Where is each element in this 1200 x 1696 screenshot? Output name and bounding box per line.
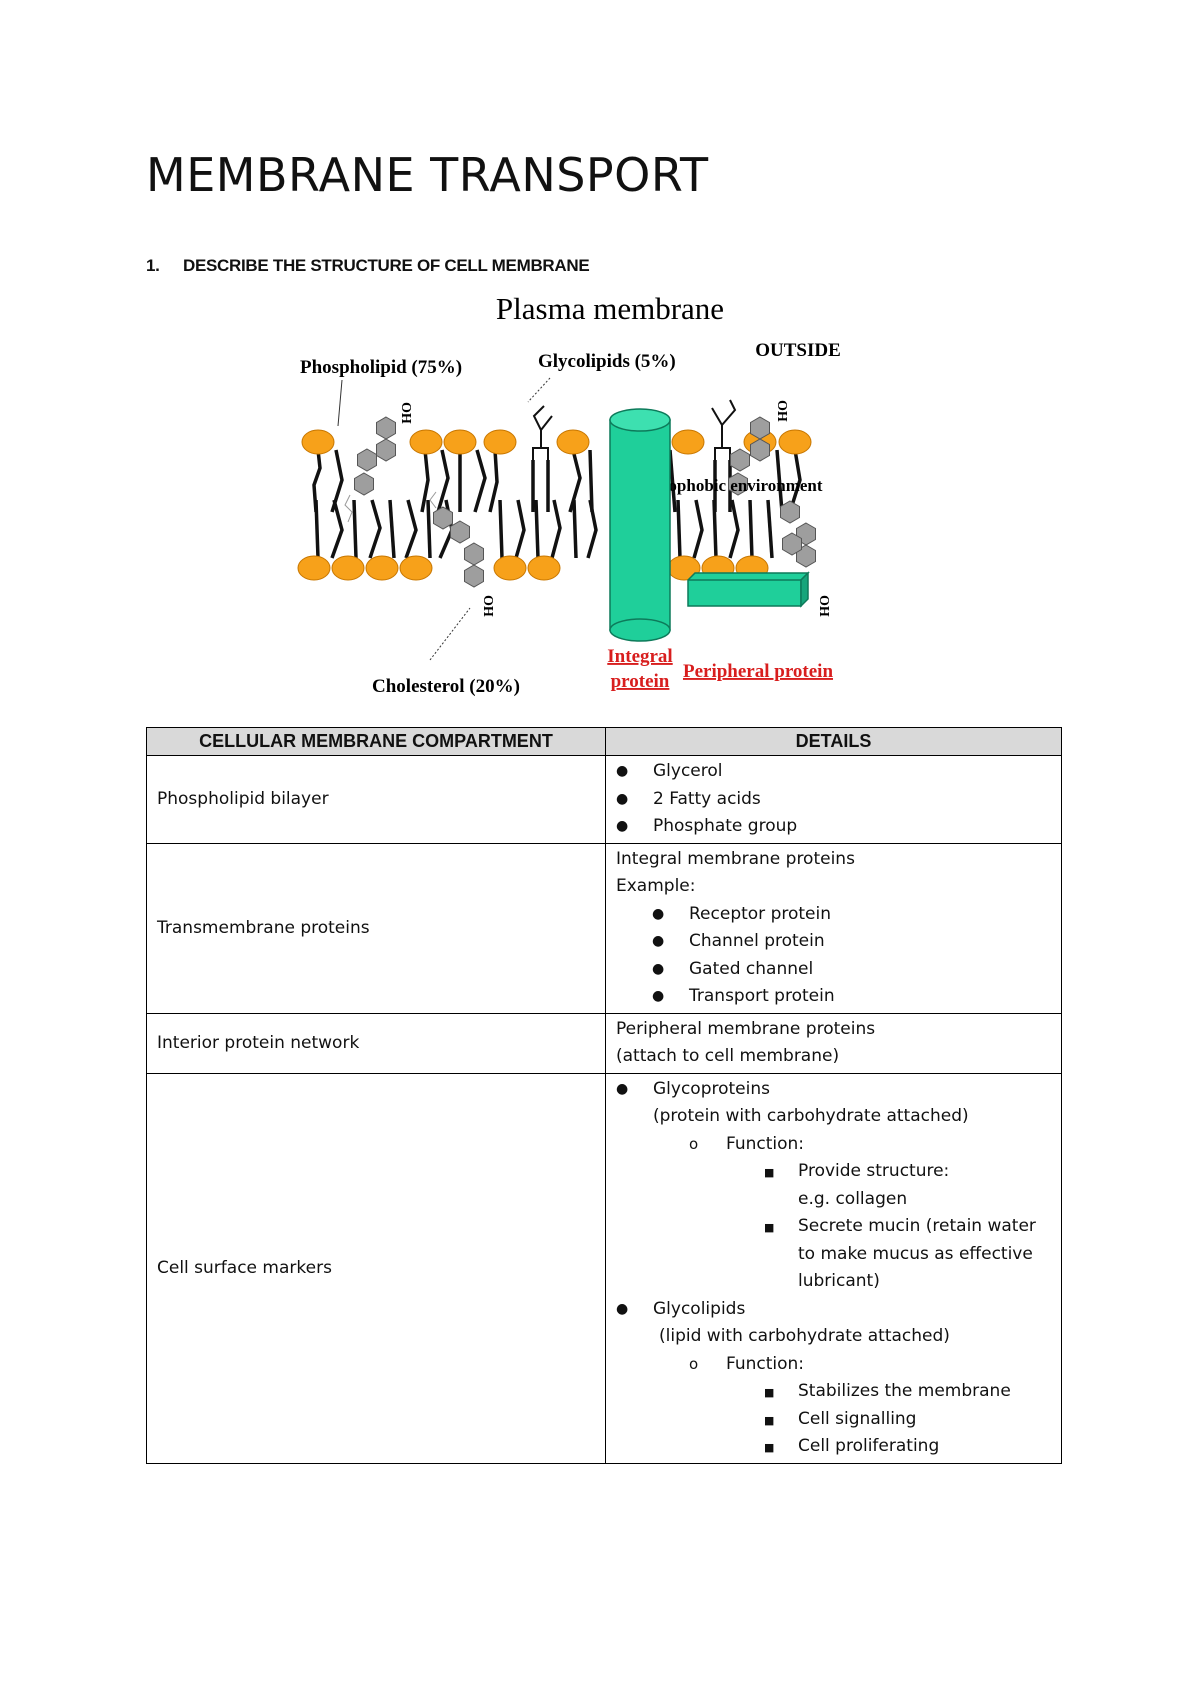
table-row: Cell surface markers ●Glycoproteins (pro… [146, 1072, 1062, 1464]
list-item: ●Receptor protein [652, 903, 831, 924]
peripheral-label: Peripheral protein [683, 661, 833, 682]
oh-label: OH [816, 595, 831, 617]
detail-line: (lipid with carbohydrate attached) [659, 1326, 950, 1346]
details-cell: Integral membrane proteins Example: ●Rec… [605, 842, 1062, 1014]
peripheral-protein [687, 571, 810, 608]
table-row: Interior protein network Peripheral memb… [146, 1012, 1062, 1074]
section-heading-text: DESCRIBE THE STRUCTURE OF CELL MEMBRANE [183, 256, 590, 275]
outside-label: OUTSIDE [755, 340, 841, 361]
glycolipid-pointer [527, 377, 551, 403]
figure-title: Plasma membrane [496, 291, 724, 326]
detail-line: (attach to cell membrane) [616, 1046, 840, 1066]
list-item: ■Cell proliferating [764, 1436, 940, 1456]
list-item: ●2 Fatty acids [616, 788, 761, 809]
membrane-compartment-table: CELLULAR MEMBRANE COMPARTMENT DETAILS Ph… [146, 727, 1062, 1464]
compartment-cell: Interior protein network [146, 1012, 606, 1074]
plasma-membrane-diagram: Plasma membrane OUTSIDE Phospholipid (75… [290, 290, 930, 710]
cholesterol-pointer [429, 607, 471, 661]
phospholipid-pointer [337, 379, 343, 427]
compartment-cell: Phospholipid bilayer [146, 755, 606, 844]
detail-line: Peripheral membrane proteins [616, 1018, 876, 1039]
membrane-svg: Plasma membrane OUTSIDE Phospholipid (75… [297, 291, 841, 697]
list-item: ●Glycolipids [616, 1298, 746, 1319]
table-row: Phospholipid bilayer ●Glycerol ●2 Fatty … [146, 755, 1062, 844]
cholesterol-label: Cholesterol (20%) [372, 676, 520, 697]
page-title: MEMBRANE TRANSPORT [146, 148, 709, 202]
detail-line: (protein with carbohydrate attached) [653, 1106, 969, 1126]
header-details: DETAILS [605, 727, 1062, 756]
section-heading: 1. DESCRIBE THE STRUCTURE OF CELL MEMBRAN… [146, 256, 590, 276]
list-item: ■Stabilizes the membrane [764, 1381, 1011, 1401]
cholesterol-top-left: OH [344, 402, 413, 523]
list-item: ●Channel protein [652, 931, 825, 951]
integral-label-1: Integral [607, 646, 672, 667]
details-cell: ●Glycoproteins (protein with carbohydrat… [605, 1072, 1062, 1464]
glycolipid-top [532, 399, 737, 460]
cholesterol-bottom-right: OH [780, 500, 831, 617]
list-item: ●Gated channel [652, 958, 814, 979]
oh-label: OH [774, 400, 789, 422]
table-row: Transmembrane proteins Integral membrane… [146, 842, 1062, 1014]
detail-line: to make mucus as effective [798, 1243, 1033, 1264]
hydrophobic-label: Hydrophobic environment [630, 476, 823, 495]
compartment-cell: Cell surface markers [146, 1072, 606, 1464]
phospholipid-label: Phospholipid (75%) [300, 357, 462, 378]
glycolipids-label: Glycolipids (5%) [538, 351, 676, 372]
detail-line: Integral membrane proteins [616, 848, 855, 869]
header-compartment: CELLULAR MEMBRANE COMPARTMENT [146, 727, 606, 756]
list-item: ■Cell signalling [764, 1408, 917, 1429]
list-item: ●Transport protein [652, 986, 835, 1006]
list-item: ●Glycoproteins [616, 1078, 770, 1099]
list-item: ■Secrete mucin (retain water [764, 1216, 1036, 1236]
detail-line: e.g. collagen [798, 1188, 908, 1209]
detail-line: lubricant) [798, 1271, 880, 1291]
table-header-row: CELLULAR MEMBRANE COMPARTMENT DETAILS [146, 727, 1062, 756]
cholesterol-top-right: OH [728, 400, 789, 496]
list-item: ●Phosphate group [616, 816, 798, 836]
list-item: ■Provide structure: [764, 1161, 950, 1181]
details-cell: ●Glycerol ●2 Fatty acids ●Phosphate grou… [605, 755, 1062, 844]
details-cell: Peripheral membrane proteins (attach to … [605, 1012, 1062, 1074]
integral-protein [609, 408, 671, 642]
detail-line: Example: [616, 876, 696, 896]
list-item: ●Glycerol [616, 761, 723, 781]
oh-label: OH [480, 595, 495, 617]
cholesterol-bottom-left: OH [429, 491, 495, 617]
integral-label-2: protein [611, 671, 670, 692]
compartment-cell: Transmembrane proteins [146, 842, 606, 1014]
oh-label: OH [398, 402, 413, 424]
bottom-tails [314, 499, 774, 559]
section-number: 1. [146, 256, 160, 275]
